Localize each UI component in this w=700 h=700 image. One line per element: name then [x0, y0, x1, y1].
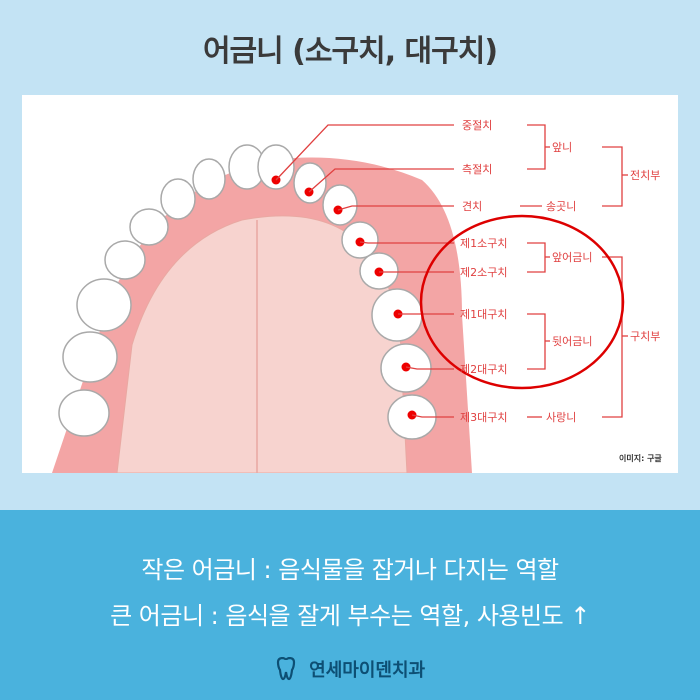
tooth-left-molar-1 — [76, 278, 132, 332]
label-second-molar: 제2대구치 — [460, 363, 507, 376]
label-wisdom: 사랑니 — [546, 411, 576, 424]
teeth-diagram-svg: 중절치 측절치 견치 제1소구치 제2소구치 제1대구치 제2대구치 제3대구치… — [52, 119, 662, 473]
leader-second-molar — [405, 366, 454, 370]
clinic-name: 연세마이덴치과 — [309, 660, 426, 681]
image-credit: 이미지: 구글 — [619, 453, 662, 463]
bracket-back-molars — [527, 313, 546, 370]
tooth-left-molar-2 — [62, 331, 118, 383]
label-first-premolar: 제1소구치 — [460, 237, 507, 250]
bracket-front-teeth — [527, 124, 546, 170]
tooth-left-lateral-incisor — [192, 158, 226, 200]
label-second-premolar: 제2소구치 — [460, 266, 507, 279]
clinic-brand: 연세마이덴치과 — [0, 656, 700, 682]
leader-first-premolar — [359, 241, 454, 244]
label-canine-alias: 송곳니 — [546, 200, 576, 213]
label-lateral-incisor: 측절치 — [462, 163, 492, 176]
bracket-anterior — [602, 146, 623, 207]
leader-central-incisor — [275, 124, 454, 181]
summary-line-large-molar: 큰 어금니 : 음식을 잘게 부수는 역할, 사용빈도 ↑ — [110, 602, 590, 630]
teeth-diagram: 중절치 측절치 견치 제1소구치 제2소구치 제1대구치 제2대구치 제3대구치… — [22, 95, 678, 473]
summary-line-small-molar: 작은 어금니 : 음식물을 잡거나 다지는 역할 — [141, 556, 559, 584]
leader-third-molar — [411, 414, 454, 418]
tooth-left-premolar-2 — [104, 240, 146, 280]
label-first-molar: 제1대구치 — [460, 308, 507, 321]
leader-lateral-incisor — [308, 168, 454, 193]
label-front-teeth: 앞니 — [552, 141, 572, 154]
label-posterior: 구치부 — [630, 330, 660, 343]
label-third-molar: 제3대구치 — [460, 411, 507, 424]
tooth-lateral-incisor — [293, 162, 327, 204]
tooth-icon — [276, 657, 295, 681]
tooth-left-molar-3 — [58, 389, 110, 437]
label-anterior: 전치부 — [630, 169, 660, 182]
molar-highlight-circle — [419, 214, 625, 390]
bracket-front-molars — [527, 242, 546, 273]
label-canine: 견치 — [462, 200, 482, 213]
leader-canine — [337, 205, 454, 211]
tooth-left-premolar-1 — [129, 208, 169, 246]
tooth-central-incisor — [257, 144, 295, 190]
bracket-posterior — [602, 256, 623, 418]
page-title: 어금니 (소구치, 대구치) — [202, 34, 498, 69]
label-front-molars: 앞어금니 — [552, 251, 592, 264]
summary-banner: 작은 어금니 : 음식물을 잡거나 다지는 역할 큰 어금니 : 음식을 잘게 … — [0, 510, 700, 700]
tooth-left-canine — [160, 178, 196, 220]
tooth-canine — [322, 184, 358, 226]
label-back-molars: 뒷어금니 — [552, 335, 592, 348]
label-central-incisor: 중절치 — [462, 119, 492, 132]
